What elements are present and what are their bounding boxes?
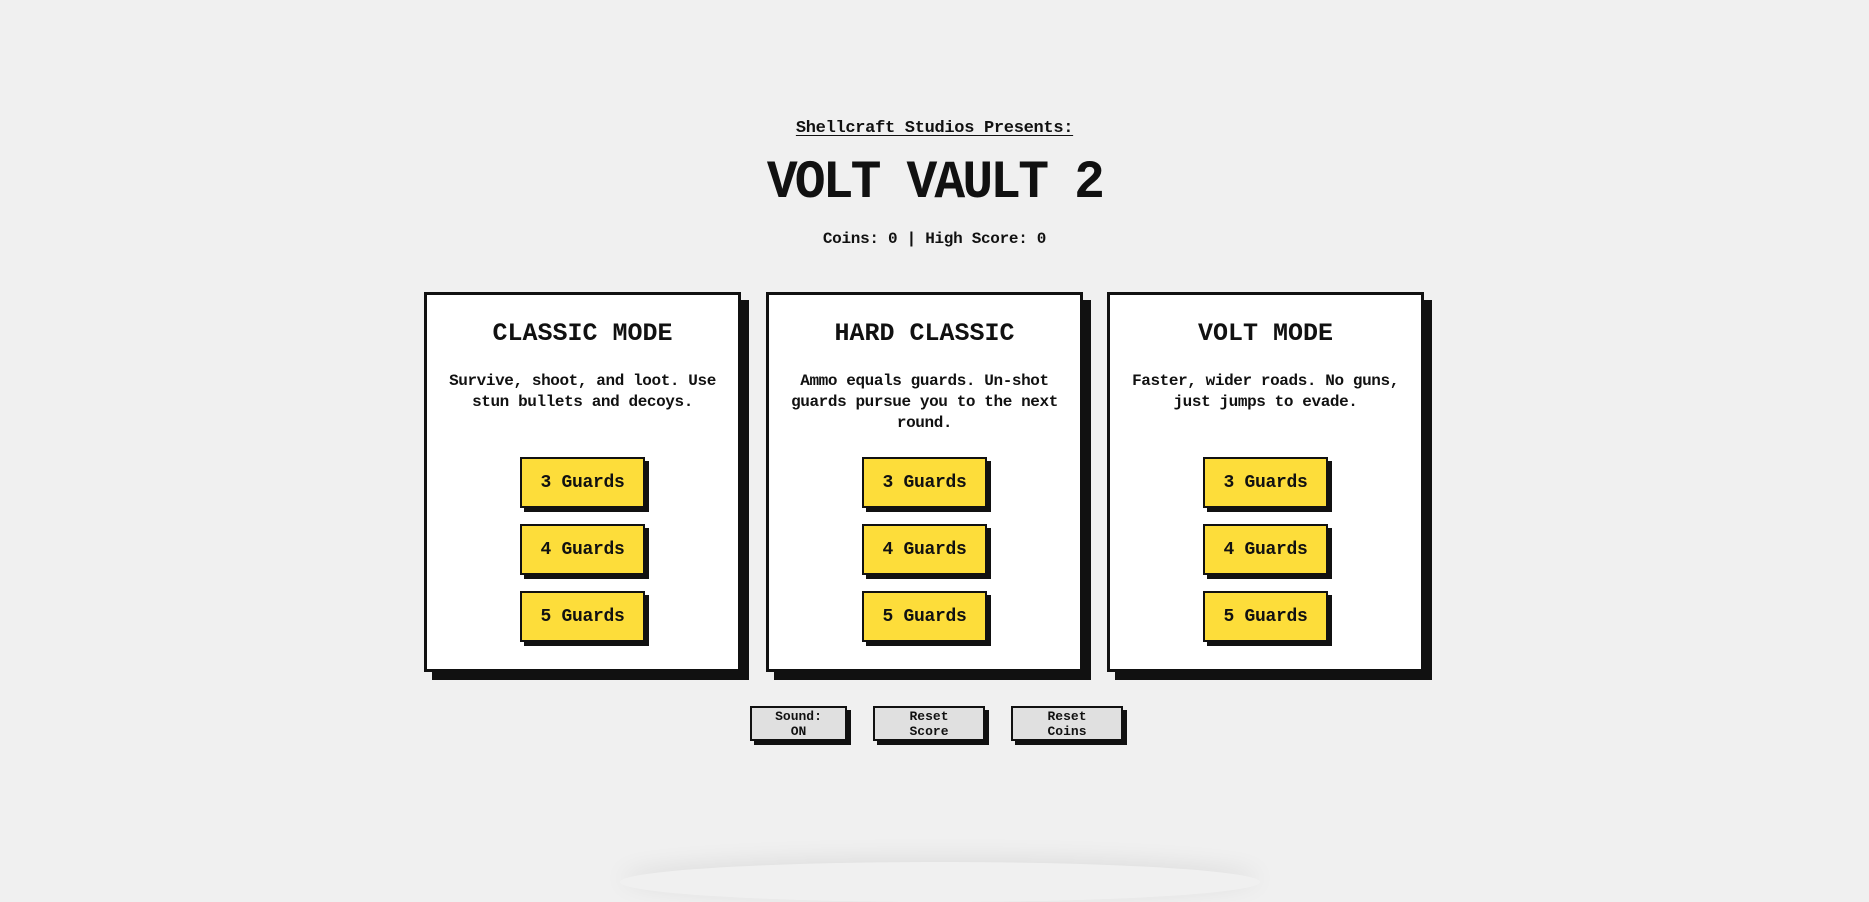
mode-card-volt: VOLT MODE Faster, wider roads. No guns, … <box>1107 292 1424 672</box>
volt-5-guards-button[interactable]: 5 Guards <box>1203 591 1328 642</box>
sound-toggle-button[interactable]: Sound: ON <box>750 706 847 741</box>
coins-highscore-stats: Coins: 0 | High Score: 0 <box>822 230 1047 248</box>
hard-classic-4-guards-button[interactable]: 4 Guards <box>862 524 987 575</box>
mode-title: VOLT MODE <box>1197 319 1334 348</box>
reset-coins-button[interactable]: Reset Coins <box>1011 706 1123 741</box>
mode-description: Survive, shoot, and loot. Use stun bulle… <box>449 372 716 411</box>
settings-controls: Sound: ON Reset Score Reset Coins <box>0 706 1869 741</box>
classic-3-guards-button[interactable]: 3 Guards <box>520 457 645 508</box>
mode-card-hard-classic: HARD CLASSIC Ammo equals guards. Un-shot… <box>766 292 1083 672</box>
guard-options: 3 Guards 4 Guards 5 Guards <box>1110 457 1421 658</box>
mode-description: Faster, wider roads. No guns, just jumps… <box>1132 372 1399 411</box>
mode-title: HARD CLASSIC <box>834 319 1015 348</box>
studio-credit: Shellcraft Studios Presents: <box>795 119 1074 138</box>
main-menu: Shellcraft Studios Presents: VOLT VAULT … <box>0 119 1869 741</box>
game-title: VOLT VAULT 2 <box>0 152 1869 216</box>
classic-4-guards-button[interactable]: 4 Guards <box>520 524 645 575</box>
mode-title: CLASSIC MODE <box>492 319 673 348</box>
classic-5-guards-button[interactable]: 5 Guards <box>520 591 645 642</box>
volt-3-guards-button[interactable]: 3 Guards <box>1203 457 1328 508</box>
reset-score-button[interactable]: Reset Score <box>873 706 985 741</box>
volt-4-guards-button[interactable]: 4 Guards <box>1203 524 1328 575</box>
guard-options: 3 Guards 4 Guards 5 Guards <box>427 457 738 658</box>
mode-description: Ammo equals guards. Un-shot guards pursu… <box>791 372 1058 432</box>
guard-options: 3 Guards 4 Guards 5 Guards <box>769 457 1080 658</box>
game-title-text: VOLT VAULT 2 <box>766 153 1105 214</box>
hard-classic-5-guards-button[interactable]: 5 Guards <box>862 591 987 642</box>
offscreen-panel-shadow <box>620 862 1260 902</box>
hard-classic-3-guards-button[interactable]: 3 Guards <box>862 457 987 508</box>
mode-card-classic: CLASSIC MODE Survive, shoot, and loot. U… <box>424 292 741 672</box>
